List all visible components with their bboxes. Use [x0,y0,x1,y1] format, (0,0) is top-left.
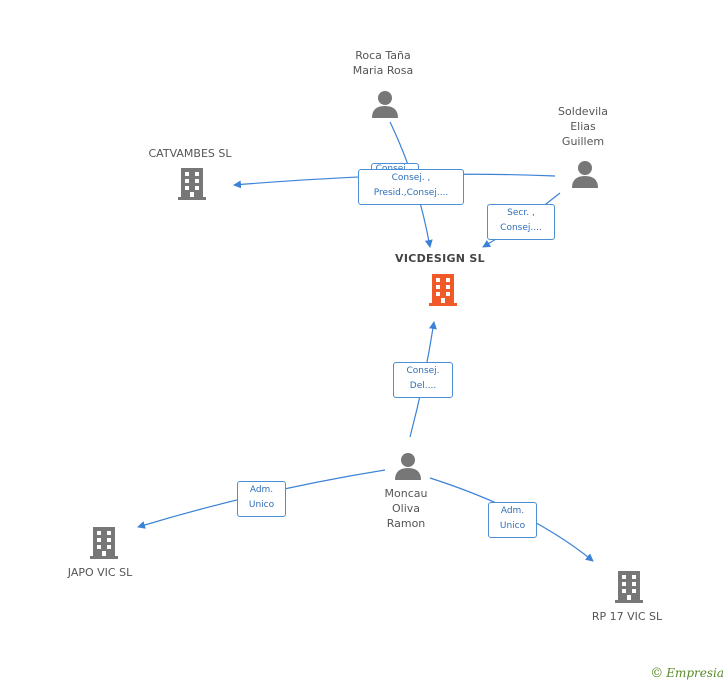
role-badge[interactable]: Consej. , Presid.,Consej.... [358,169,464,205]
building-icon[interactable] [176,166,208,200]
role-badge[interactable]: Secr. , Consej.... [487,204,555,240]
node-label-moncau[interactable]: Moncau Oliva Ramon [384,487,428,530]
role-badge[interactable]: Adm. Unico [237,481,286,517]
node-label-roca[interactable]: Roca Taña Maria Rosa [352,49,414,77]
node-label-soldevila[interactable]: Soldevila Elias Guillem [558,105,608,148]
building-icon[interactable] [613,569,645,603]
brand-footer: ©Empresia [650,666,724,681]
building-icon[interactable] [88,525,120,559]
node-label-catvambes[interactable]: CATVAMBES SL [148,147,232,160]
node-label-vicdesign[interactable]: VICDESIGN SL [395,252,485,265]
role-badge[interactable]: Consej. Del.... [393,362,453,398]
copyright-icon: © [650,666,664,681]
building-icon[interactable] [427,272,459,306]
person-icon[interactable] [371,89,399,118]
node-label-rp17[interactable]: RP 17 VIC SL [591,610,663,623]
role-badge[interactable]: Adm. Unico [488,502,537,538]
person-icon[interactable] [571,159,599,188]
node-label-japo[interactable]: JAPO VIC SL [67,566,133,579]
person-icon[interactable] [394,451,422,480]
brand-logo: Empresia [666,666,724,680]
